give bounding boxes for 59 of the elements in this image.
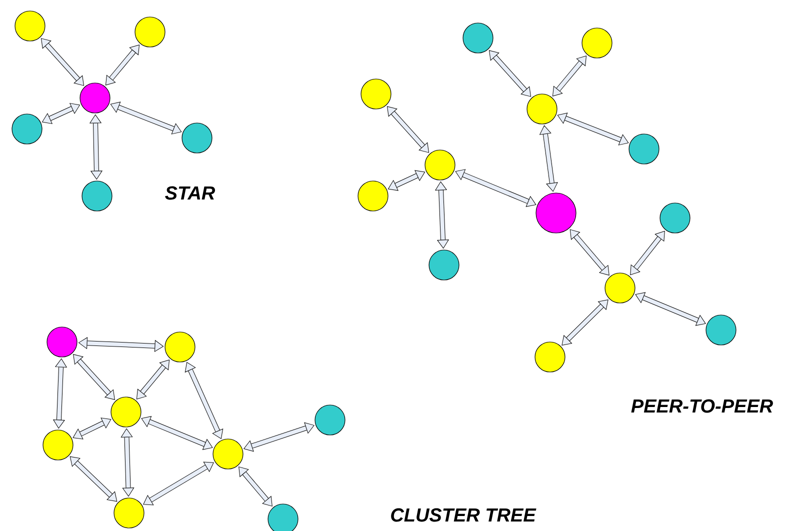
network-node-circle — [110, 396, 142, 428]
double-arrow — [435, 182, 449, 249]
double-arrow — [143, 462, 214, 506]
network-node-circle — [268, 504, 298, 531]
double-arrow — [53, 358, 67, 429]
double-arrow — [488, 50, 532, 97]
topology-label: CLUSTER TREE — [391, 508, 536, 522]
network-node-circle — [212, 438, 244, 470]
network-node-circle — [462, 22, 494, 54]
network-node-circle — [82, 180, 112, 212]
double-arrow — [105, 44, 140, 86]
double-arrow — [40, 38, 84, 86]
network-node-circle — [428, 250, 460, 280]
double-arrow — [90, 114, 102, 180]
network-node-circle — [14, 10, 46, 42]
network-node-circle — [42, 430, 74, 460]
network-node-circle — [46, 326, 78, 358]
topology-label: PEER-TO-PEER — [631, 399, 773, 413]
double-arrow — [70, 456, 118, 502]
double-arrow — [73, 354, 115, 400]
network-node-circle — [358, 180, 388, 212]
double-arrow — [562, 300, 608, 346]
double-arrow — [42, 103, 80, 124]
double-arrow — [557, 112, 629, 146]
network-node-circle — [12, 114, 42, 144]
double-arrow — [238, 466, 272, 506]
network-node-circle — [536, 192, 576, 234]
network-node-circle — [604, 272, 636, 304]
double-arrow — [244, 422, 314, 452]
network-node-circle — [360, 78, 392, 110]
network-node-circle — [164, 332, 196, 362]
double-arrow — [136, 360, 170, 400]
network-node-circle — [80, 82, 110, 114]
network-node-circle — [628, 134, 660, 164]
network-node-circle — [182, 122, 212, 154]
double-arrow — [630, 230, 665, 276]
double-arrow — [386, 106, 430, 153]
network-node-circle — [314, 404, 346, 436]
network-node-circle — [526, 94, 558, 124]
double-arrow — [184, 362, 224, 439]
network-node-circle — [582, 28, 612, 58]
double-arrow — [540, 125, 558, 192]
network-node-circle — [660, 202, 690, 234]
double-arrow — [72, 418, 112, 440]
double-arrow — [570, 229, 610, 276]
topology-label: STAR — [165, 186, 216, 200]
network-node-circle — [134, 16, 166, 48]
double-arrow — [120, 428, 134, 497]
double-arrow — [110, 102, 182, 134]
double-arrow — [141, 416, 213, 450]
double-arrow — [455, 169, 536, 207]
network-node-circle — [706, 314, 736, 346]
network-node-circle — [424, 150, 456, 180]
double-arrow — [388, 170, 426, 191]
network-node-circle — [534, 342, 566, 372]
double-arrow — [552, 56, 587, 96]
double-arrow — [78, 337, 164, 352]
double-arrow — [635, 292, 706, 326]
network-node-circle — [114, 498, 144, 528]
